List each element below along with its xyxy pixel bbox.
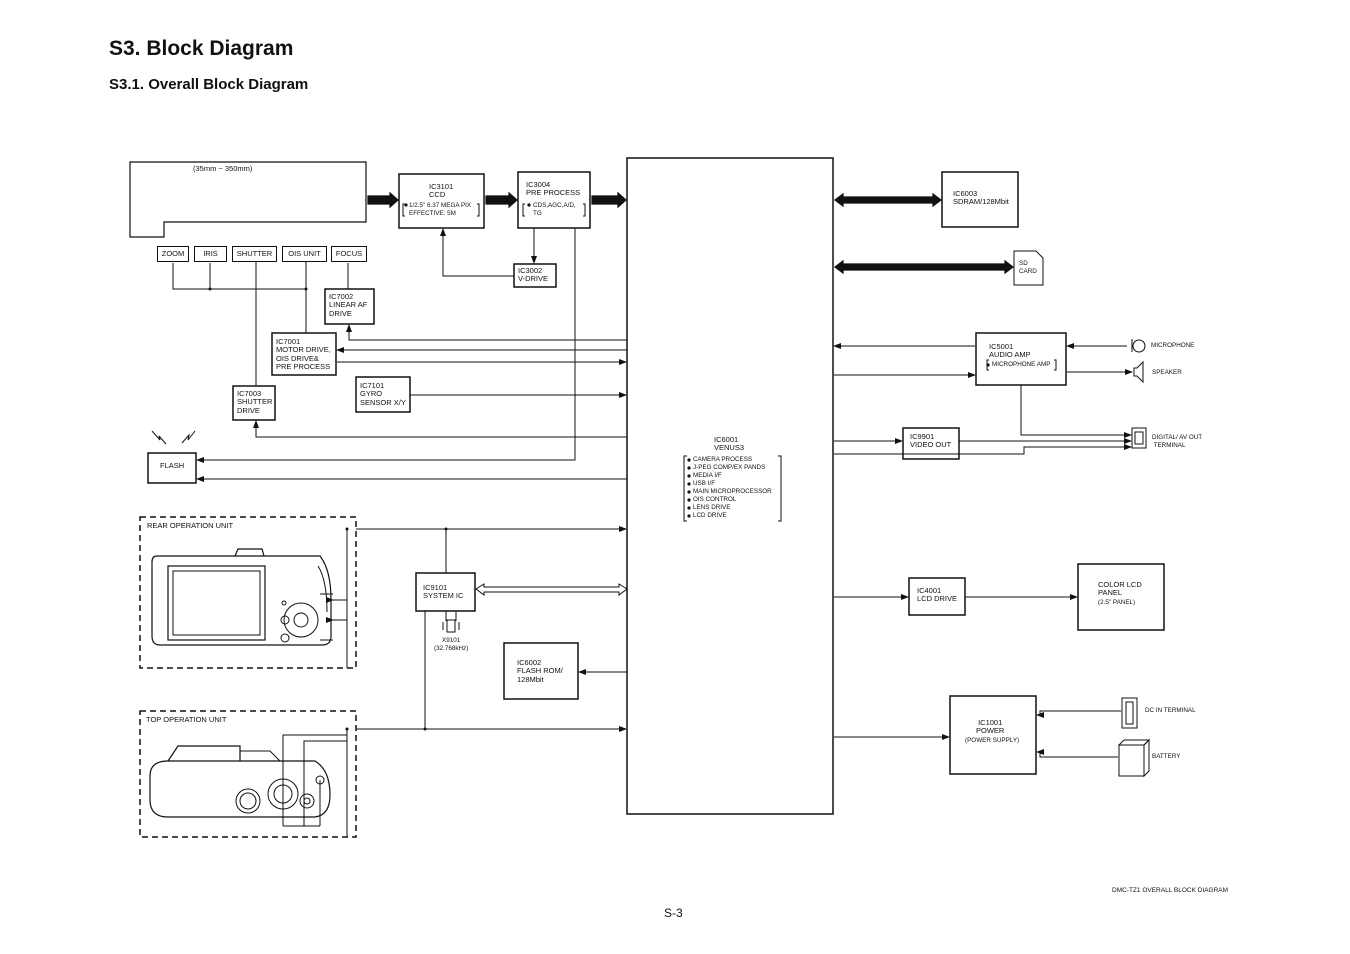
bus-pre-venus — [591, 191, 627, 209]
top-unit-frame — [139, 710, 357, 838]
lens-control-iris: IRIS — [194, 246, 227, 262]
ic5001-detail: MICROPHONE AMP — [992, 361, 1051, 368]
ic3004-detail: CDS,AGC,A/D, TG — [533, 202, 576, 217]
ic6001-feature-lens-drive: LENS DRIVE — [693, 504, 731, 511]
bus-ccd-pre — [485, 191, 518, 209]
lens-control-shutter: SHUTTER — [232, 246, 277, 262]
ic7002-title: IC7002 LINEAR AF DRIVE — [329, 292, 368, 318]
footer-caption: DMC-TZ1 OVERALL BLOCK DIAGRAM — [1112, 887, 1229, 894]
ic3002-title: IC3002 V-DRIVE — [518, 266, 549, 284]
lens-control-ois-unit: OIS UNIT — [282, 246, 327, 262]
ic6001-feature-camera-process: CAMERA PROCESS — [693, 456, 753, 463]
ic1001-detail: (POWER SUPPLY) — [965, 737, 1020, 744]
ic6001-feature-usb-if: USB I/F — [693, 480, 716, 487]
rear-unit-frame — [139, 516, 357, 669]
ic9901-box — [902, 427, 960, 460]
ic6002-title: IC6002 FLASH ROM/ 128Mbit — [517, 658, 563, 684]
sd-card-shape — [1013, 250, 1044, 286]
sd-card-title: SD CARD — [1019, 260, 1037, 275]
av-terminal-label: DIGITAL/ AV OUT TERMINAL — [1152, 434, 1203, 449]
page-number: S-3 — [664, 906, 683, 920]
ic9901-title: IC9901 VIDEO OUT — [910, 432, 952, 450]
ic7001-title: IC7001 MOTOR DRIVE, OIS DRIVE& PRE PROCE… — [276, 337, 331, 371]
ic7003-title: IC7003 SHUTTER DRIVE — [237, 389, 273, 415]
ic6001-feature-ois-control: OIS CONTROL — [693, 496, 737, 503]
bus-system-venus — [475, 583, 628, 596]
ic1001-title: IC1001 POWER — [976, 718, 1005, 736]
color-lcd-detail: (2.5" PANEL) — [1098, 599, 1136, 606]
ic6001-feature-media-if: MEDIA I/F — [693, 472, 722, 479]
bus-venus-sd — [834, 259, 1014, 275]
dc-in-label: DC IN TERMINAL — [1145, 707, 1196, 714]
flash-box — [147, 452, 197, 484]
ic5001-title: IC5001 AUDIO AMP — [989, 342, 1031, 360]
zoom-range-label: (35mm ~ 350mm) — [193, 164, 253, 173]
rear-operation-unit-label: REAR OPERATION UNIT — [147, 521, 234, 530]
ic6001-feature-lcd-drive: LCD DRIVE — [693, 512, 727, 519]
ic3004-box — [517, 171, 591, 229]
ic6001-feature-main-microprocessor: MAIN MICROPROCESSOR — [693, 488, 772, 495]
top-operation-unit-label: TOP OPERATION UNIT — [146, 715, 227, 724]
ic3004-title: IC3004 PRE PROCESS — [526, 180, 581, 198]
ic1001-box — [949, 695, 1037, 775]
x9101-title: X9101 (32.768kHz) — [434, 637, 469, 652]
ic6001-feature-jpeg: J-PEG COMP/EX PANDS — [693, 464, 766, 471]
ic3101-title: IC3101 CCD — [429, 182, 454, 200]
flash-title: FLASH — [160, 461, 185, 470]
microphone-label: MICROPHONE — [1151, 342, 1195, 349]
ic9101-title: IC9101 SYSTEM IC — [423, 583, 464, 601]
page-subtitle: S3.1. Overall Block Diagram — [109, 76, 309, 93]
ic7001-box — [271, 332, 337, 376]
color-lcd-box — [1077, 563, 1165, 631]
page-title: S3. Block Diagram — [109, 37, 294, 60]
lens-barrel — [129, 161, 367, 238]
ic6001-title: IC6001 VENUS3 — [714, 435, 745, 453]
lens-control-zoom: ZOOM — [157, 246, 189, 262]
bus-lens-ccd — [367, 191, 399, 209]
ic6003-title: IC6003 SDRAM/128Mbit — [953, 189, 1009, 207]
ic4001-title: IC4001 LCD DRIVE — [917, 586, 958, 604]
lens-control-focus: FOCUS — [331, 246, 367, 262]
speaker-label: SPEAKER — [1152, 369, 1182, 376]
ic3101-detail: 1/2.5" 6.37 MEGA PIX EFFECTIVE: 5M — [409, 202, 472, 217]
battery-label: BATTERY — [1152, 753, 1181, 760]
ic7101-title: IC7101 GYRO SENSOR X/Y — [360, 381, 406, 407]
ic6003-box — [941, 171, 1019, 228]
color-lcd-title: COLOR LCD PANEL — [1098, 580, 1142, 598]
bus-venus-sdram — [834, 192, 942, 208]
ic6001-box — [626, 157, 834, 815]
